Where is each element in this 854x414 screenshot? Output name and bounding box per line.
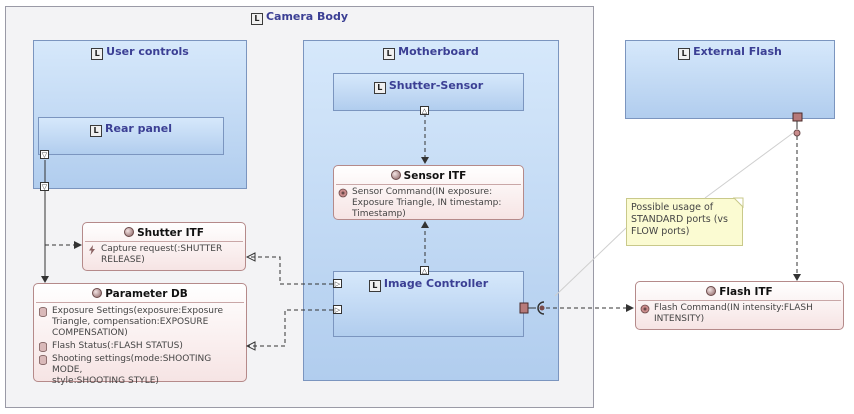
shutter-itf-interface[interactable]: Shutter ITF Capture request(:SHUTTER REL… (82, 222, 246, 271)
interface-icon (706, 286, 717, 296)
component-stereotype-icon: L (250, 13, 263, 25)
flash-itf-interface[interactable]: Flash ITF Flash Command(IN intensity:FLA… (635, 281, 844, 330)
flash-status-entry[interactable]: Flash Status(:FLASH STATUS) (34, 341, 246, 352)
component-stereotype-icon: L (373, 82, 386, 94)
note-anchor-line (704, 132, 794, 199)
shutter-sensor-title: Shutter-Sensor (388, 79, 484, 92)
flash-command-operation[interactable]: Flash Command(IN intensity:FLASH INTENSI… (636, 303, 843, 325)
image-controller-top-port[interactable]: △ (420, 266, 429, 275)
sensor-itf-interface[interactable]: Sensor ITF Sensor Command(IN exposure: E… (333, 165, 524, 220)
image-controller-title: Image Controller (383, 277, 489, 290)
parameter-db-title: Parameter DB (105, 288, 188, 300)
exposure-settings-entry[interactable]: Exposure Settings(exposure:Exposure Tria… (34, 306, 246, 339)
arrow-head (626, 304, 634, 312)
interface-icon (92, 288, 103, 298)
database-icon (39, 307, 47, 317)
flash-itf-title: Flash ITF (719, 286, 773, 298)
component-stereotype-icon: L (368, 280, 381, 292)
sensor-command-operation[interactable]: Sensor Command(IN exposure: Exposure Tri… (334, 187, 523, 220)
parameter-db-interface[interactable]: Parameter DB Exposure Settings(exposure:… (33, 283, 247, 386)
rear-panel-title: Rear panel (105, 122, 172, 135)
component-stereotype-icon: L (383, 48, 396, 60)
rear-panel-out-port-1[interactable]: ▽ (40, 150, 49, 159)
camera-body-title: Camera Body (265, 10, 349, 23)
sensor-itf-title: Sensor ITF (403, 170, 467, 182)
operation-gear-icon (338, 188, 348, 198)
interface-icon (390, 170, 401, 180)
capture-request-operation[interactable]: Capture request(:SHUTTER RELEASE) (83, 244, 245, 266)
comment-note[interactable]: Possible usage of STANDARD ports (vs FLO… (626, 198, 743, 246)
image-controller-shutter-port[interactable]: ▷ (333, 279, 342, 288)
user-controls-out-port[interactable]: ▽ (40, 182, 49, 191)
component-stereotype-icon: L (678, 48, 691, 60)
component-stereotype-icon: L (90, 125, 103, 137)
provided-interface-lollipop (793, 129, 801, 137)
shutter-sensor-port[interactable]: △ (420, 106, 429, 115)
motherboard-title: Motherboard (398, 45, 479, 58)
database-icon (39, 355, 47, 365)
interface-separator (336, 184, 521, 185)
image-controller-param-port[interactable]: ▷ (333, 305, 342, 314)
user-controls-title: User controls (106, 45, 189, 58)
shutter-itf-title: Shutter ITF (137, 227, 204, 239)
arrow-head (793, 274, 801, 281)
interface-separator (638, 300, 841, 301)
shooting-settings-entry[interactable]: Shooting settings(mode:SHOOTING MODE, st… (34, 354, 246, 387)
interface-icon (124, 227, 135, 237)
interface-separator (85, 241, 243, 242)
component-stereotype-icon: L (91, 48, 104, 60)
external-flash-title: External Flash (693, 45, 782, 58)
operation-gear-icon (640, 304, 650, 314)
database-icon (39, 342, 47, 352)
lightning-icon (89, 245, 95, 255)
interface-separator (36, 302, 244, 303)
